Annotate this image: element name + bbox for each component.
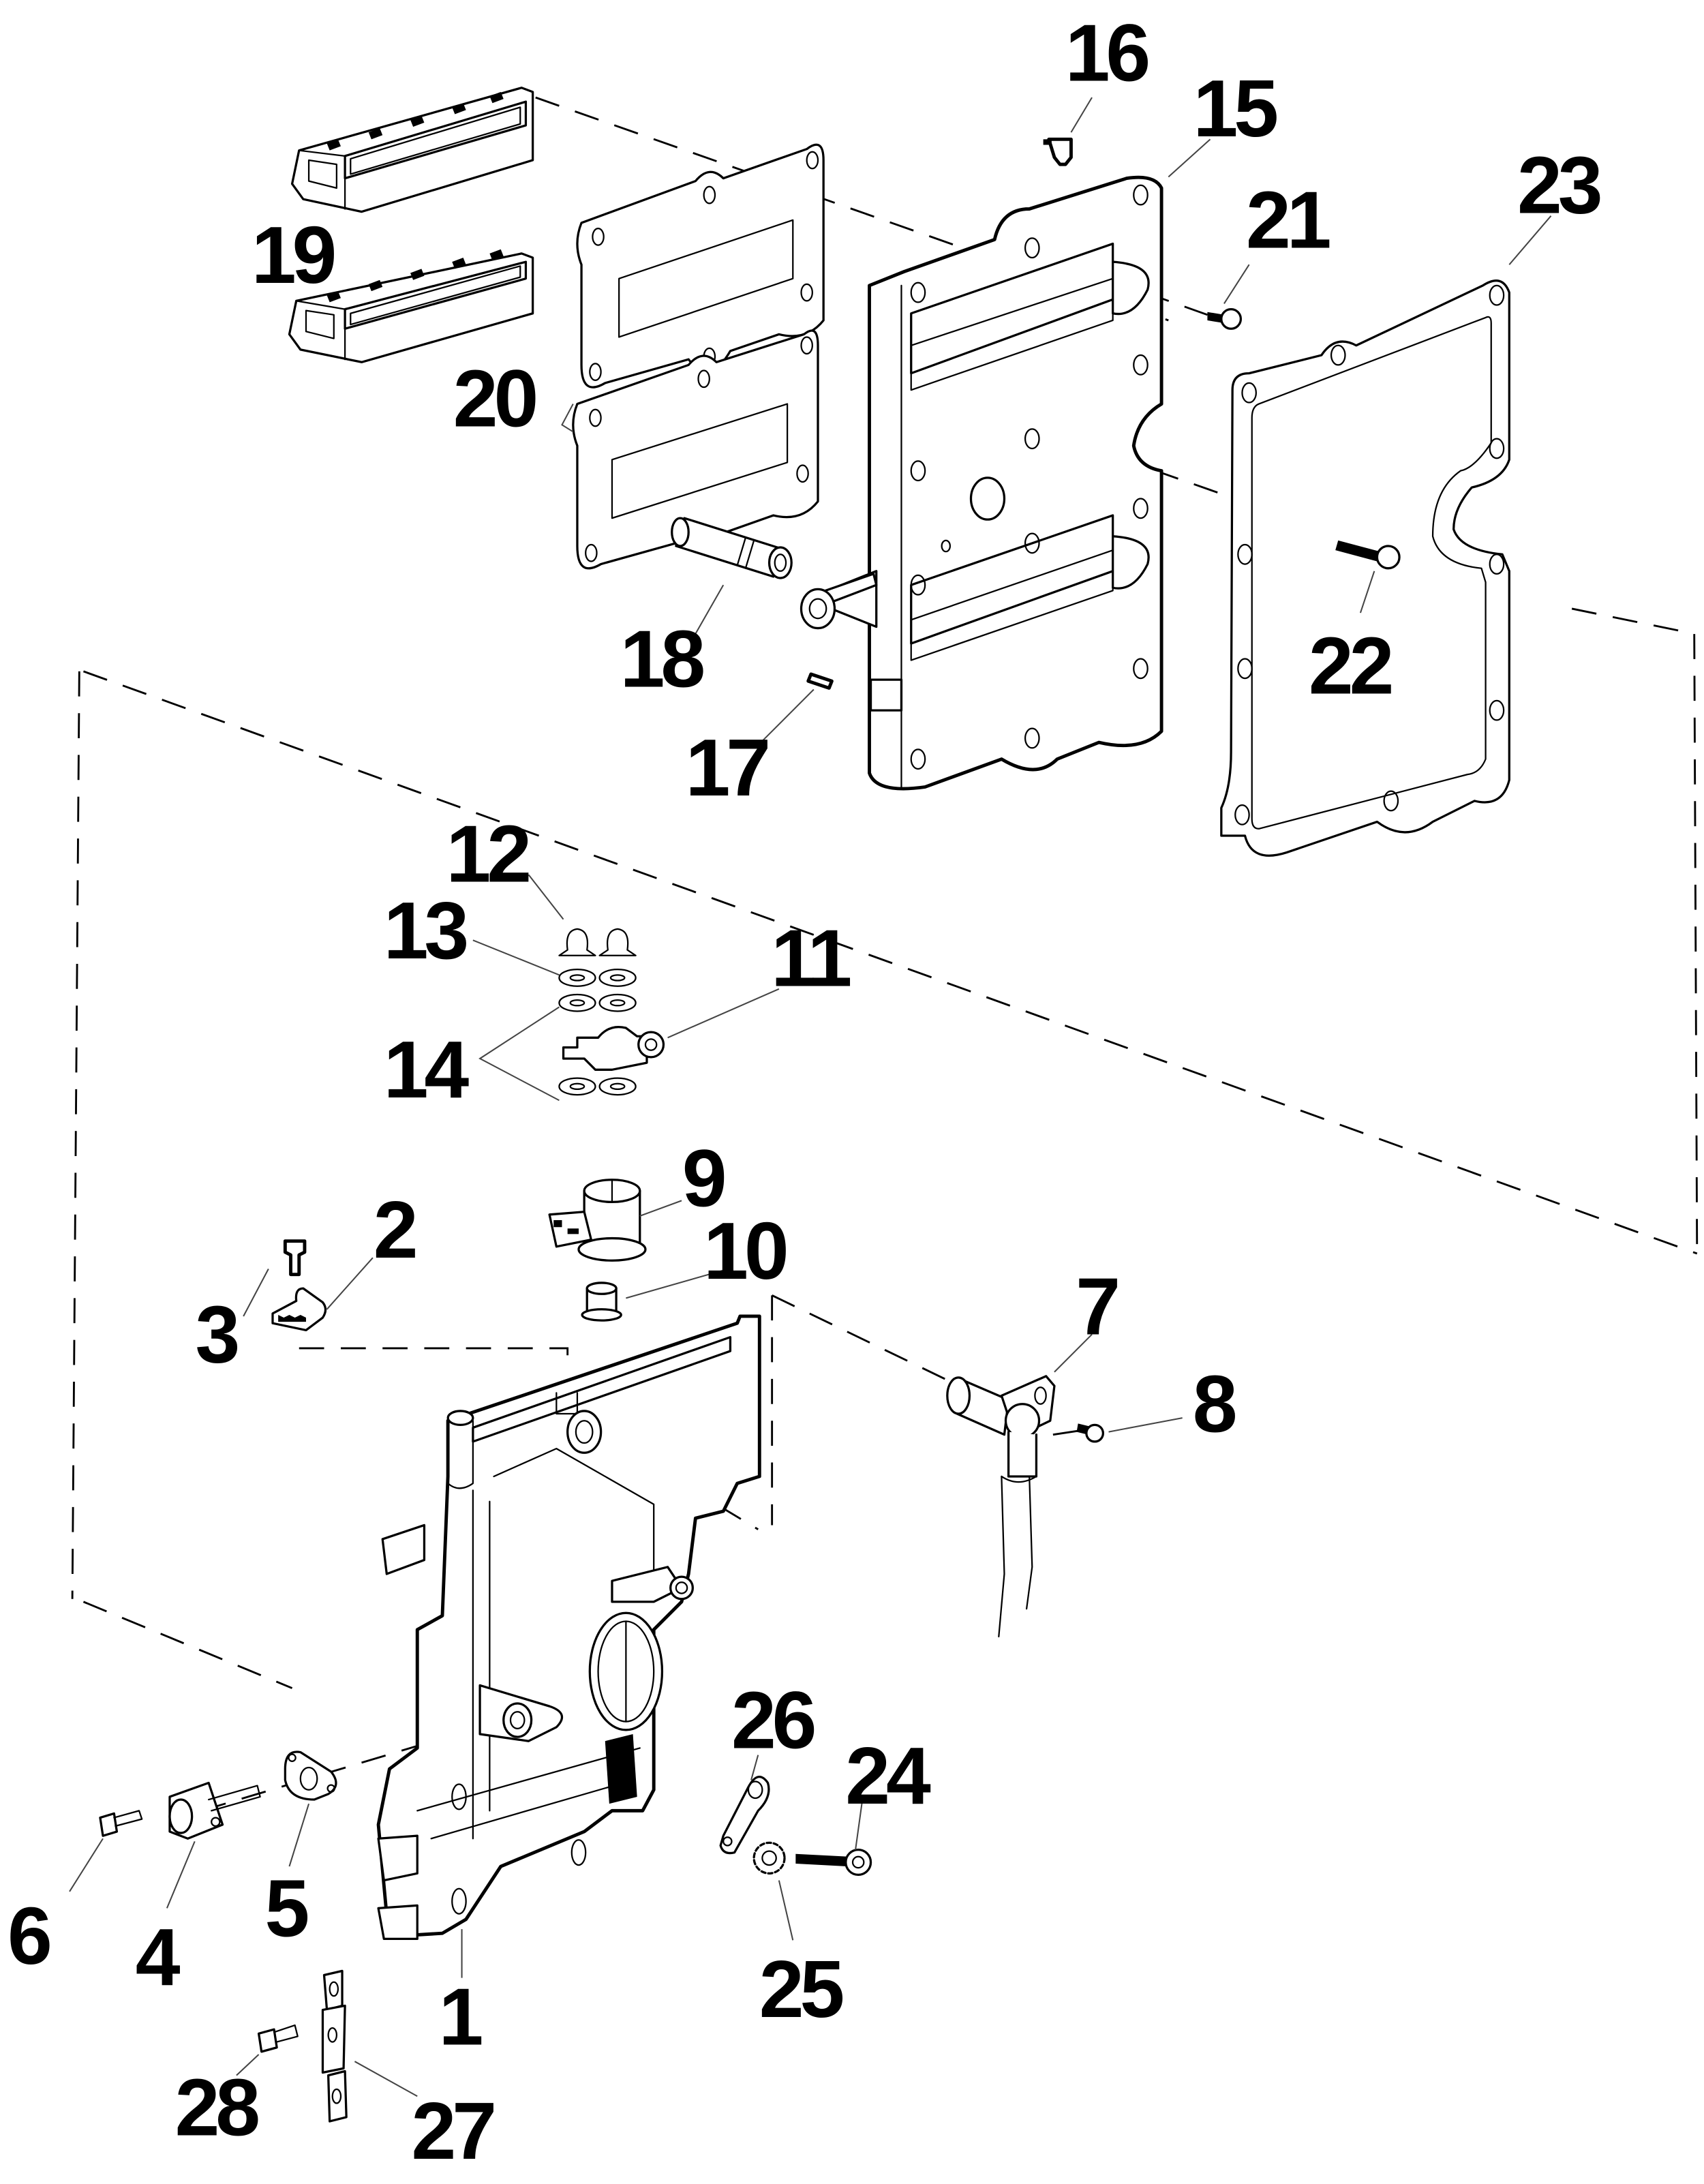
callout-21: 21 xyxy=(1246,176,1330,266)
part-7-crank-sensor[interactable] xyxy=(946,1375,1056,1638)
callout-14: 14 xyxy=(384,1025,470,1115)
part-3-screw[interactable] xyxy=(283,1239,307,1277)
part-17-pin[interactable] xyxy=(806,672,834,690)
callout-16: 16 xyxy=(1065,8,1148,98)
callout-11: 11 xyxy=(771,914,850,1004)
callout-8: 8 xyxy=(1193,1360,1236,1450)
callout-22: 22 xyxy=(1309,622,1392,712)
part-26-clamp[interactable] xyxy=(719,1776,770,1855)
dash-to-sensor-7 xyxy=(772,1294,975,1394)
part-20-gasket-lower[interactable] xyxy=(572,329,819,570)
part-1-throttle-body[interactable] xyxy=(376,1314,761,1941)
callout-6: 6 xyxy=(7,1892,50,1982)
dash-to-bolt-8 xyxy=(1052,1427,1099,1436)
part-6-screw[interactable] xyxy=(99,1810,143,1837)
part-24-bolt[interactable] xyxy=(795,1848,872,1877)
leader-lines xyxy=(69,97,1552,2097)
callout-7: 7 xyxy=(1076,1262,1117,1352)
part-25-lock-washer[interactable] xyxy=(752,1841,786,1875)
callout-15: 15 xyxy=(1193,64,1277,154)
part-19-reed-block-upper[interactable] xyxy=(290,87,534,213)
part-2-clip[interactable] xyxy=(271,1287,327,1332)
part-9-actuator[interactable] xyxy=(548,1179,647,1262)
dash-box-top xyxy=(82,670,1698,1255)
dash-box-left xyxy=(71,671,80,1599)
part-10-bushing[interactable] xyxy=(581,1281,622,1322)
callout-13: 13 xyxy=(384,886,467,976)
callout-1: 1 xyxy=(439,1973,482,2063)
part-4-sensor-mount[interactable] xyxy=(168,1781,261,1840)
callout-24: 24 xyxy=(845,1731,931,1821)
callout-20: 20 xyxy=(453,354,536,444)
dash-box-right xyxy=(1571,607,1699,1254)
part-5-gasket[interactable] xyxy=(284,1750,337,1801)
dash-box-bottom-left xyxy=(82,1601,293,1689)
part-27-bracket[interactable] xyxy=(321,1969,348,2123)
part-15-manifold-plate[interactable] xyxy=(800,175,1163,791)
callout-3: 3 xyxy=(195,1290,237,1380)
callout-12: 12 xyxy=(446,809,530,899)
callout-10: 10 xyxy=(703,1207,787,1296)
part-22-bolt[interactable] xyxy=(1335,540,1401,570)
part-21-screw[interactable] xyxy=(1207,307,1243,330)
callout-23: 23 xyxy=(1517,141,1600,231)
callout-25: 25 xyxy=(759,1945,843,2035)
part-28-screw[interactable] xyxy=(257,2024,299,2053)
part-14-washers[interactable] xyxy=(558,993,637,1096)
callout-9: 9 xyxy=(682,1134,725,1224)
part-8-bolt[interactable] xyxy=(1076,1423,1104,1443)
callout-4: 4 xyxy=(136,1913,181,2003)
part-19-reed-block-lower[interactable] xyxy=(288,249,534,363)
callout-28: 28 xyxy=(175,2063,259,2153)
callout-27: 27 xyxy=(412,2087,494,2177)
dash-clip-2 xyxy=(299,1347,569,1372)
part-18-tube[interactable] xyxy=(671,517,793,579)
callout-2: 2 xyxy=(374,1185,416,1275)
callout-26: 26 xyxy=(731,1675,815,1765)
callout-labels: 1 2 3 4 5 6 7 8 9 10 11 12 13 14 15 16 1… xyxy=(7,8,1604,2177)
part-13-washers[interactable] xyxy=(558,969,637,987)
callout-19: 19 xyxy=(252,211,335,301)
part-23-cover-gasket[interactable] xyxy=(1220,279,1510,857)
callout-5: 5 xyxy=(265,1864,308,1954)
part-16-fitting[interactable] xyxy=(1043,137,1073,166)
callout-18: 18 xyxy=(620,614,704,704)
part-11-sensor[interactable] xyxy=(562,1025,665,1071)
callout-17: 17 xyxy=(686,723,768,813)
part-12-grommets[interactable] xyxy=(558,928,637,956)
